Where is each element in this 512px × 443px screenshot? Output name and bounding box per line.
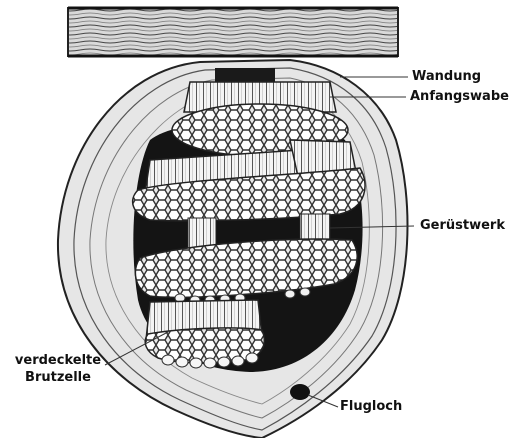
comb-bottom	[145, 300, 264, 368]
branch	[68, 8, 398, 56]
label-verdeckelte-line2: Brutzelle	[6, 369, 110, 386]
label-geruestwerk: Gerüstwerk	[420, 217, 505, 234]
flight-hole	[290, 384, 310, 400]
label-wandung: Wandung	[412, 68, 481, 85]
label-flugloch: Flugloch	[340, 398, 402, 415]
label-verdeckelte-line1: verdeckelte	[6, 352, 110, 369]
label-verdeckelte-brutzelle: verdeckelte Brutzelle	[6, 352, 110, 386]
label-anfangswabe: Anfangswabe	[410, 88, 509, 105]
